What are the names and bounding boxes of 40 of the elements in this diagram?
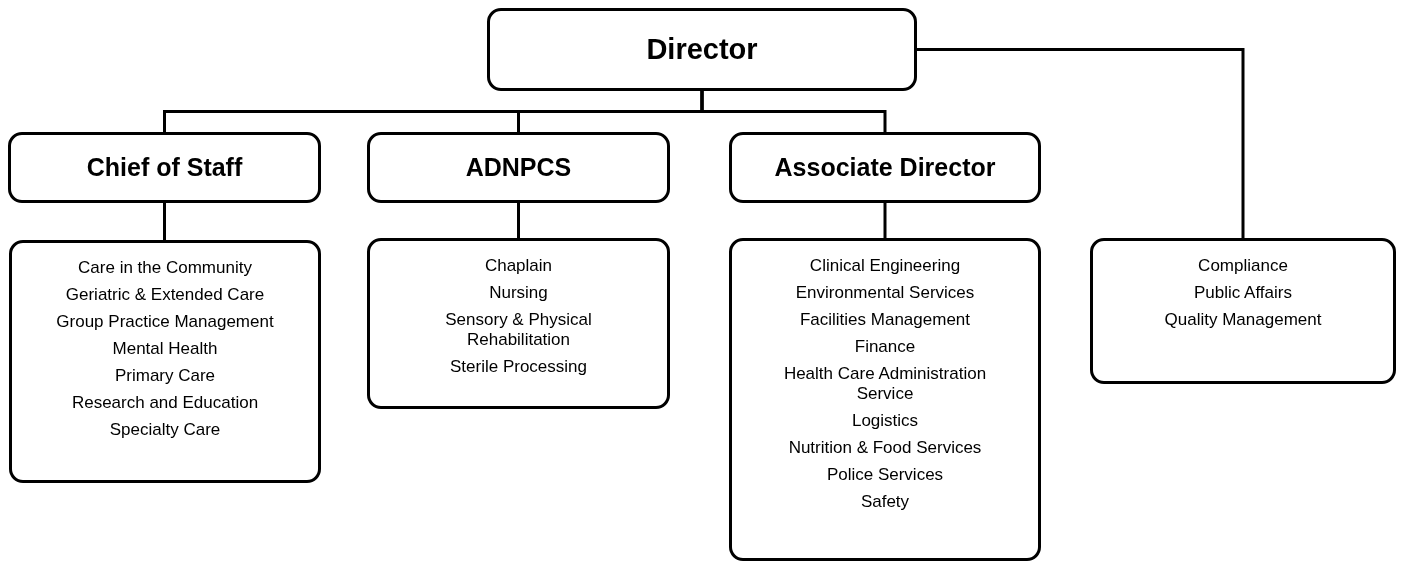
box-title: ADNPCS xyxy=(465,153,572,182)
list-item: Public Affairs xyxy=(1194,283,1292,303)
list-item: Logistics xyxy=(851,411,919,431)
connector-line xyxy=(917,48,1245,238)
list-item: Nutrition & Food Services xyxy=(788,438,982,458)
title-box xyxy=(367,132,670,203)
list-item: Research and Education xyxy=(71,393,259,413)
list-item: Nursing xyxy=(489,283,548,303)
list-item: Chaplain xyxy=(484,256,553,276)
list-item: Health Care Administration Service xyxy=(782,364,988,404)
list-box xyxy=(1090,238,1396,384)
list-item: Specialty Care xyxy=(109,420,221,440)
title-box xyxy=(8,132,321,203)
list-item: Quality Management xyxy=(1164,310,1322,330)
list-item: Police Services xyxy=(826,465,944,485)
connector-line xyxy=(163,203,166,240)
box-title: Associate Director xyxy=(774,153,996,182)
connector-line xyxy=(700,91,887,132)
title-box xyxy=(487,8,917,91)
list-item: Sensory & Physical Rehabilitation xyxy=(444,310,593,350)
list-item: Care in the Community xyxy=(78,258,252,278)
connector-line xyxy=(883,203,887,238)
list-box xyxy=(367,238,670,409)
list-item: Group Practice Management xyxy=(56,312,274,332)
list-box xyxy=(729,238,1041,561)
list-item: Facilities Management xyxy=(799,310,971,330)
box-title: Director xyxy=(646,33,758,66)
list-item: Compliance xyxy=(1198,256,1288,276)
list-item: Geriatric & Extended Care xyxy=(65,285,265,305)
list-item: Sterile Processing xyxy=(450,357,587,377)
title-box xyxy=(729,132,1041,203)
list-item: Finance xyxy=(854,337,916,357)
list-box xyxy=(9,240,321,483)
list-item: Environmental Services xyxy=(795,283,975,303)
connector-line xyxy=(517,203,520,238)
list-item: Primary Care xyxy=(114,366,216,386)
list-item: Clinical Engineering xyxy=(809,256,961,276)
list-item: Safety xyxy=(860,492,910,512)
list-item: Mental Health xyxy=(112,339,218,359)
box-title: Chief of Staff xyxy=(86,153,243,182)
